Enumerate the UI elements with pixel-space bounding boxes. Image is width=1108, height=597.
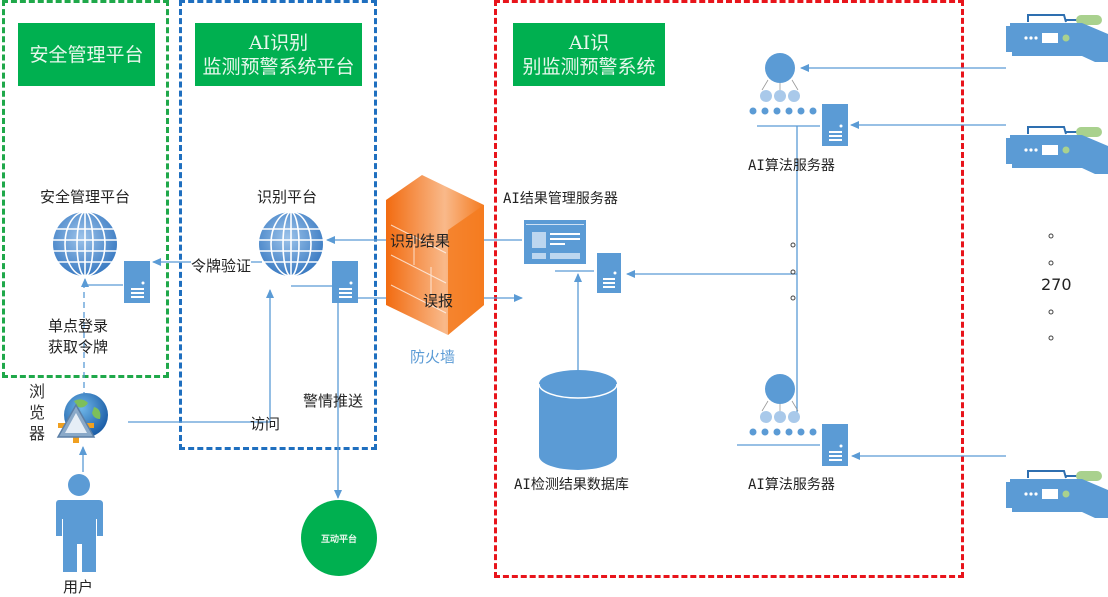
globe-icon[interactable] (52, 211, 118, 277)
network-hierarchy-icon (749, 53, 817, 115)
ellipsis-dot (1048, 309, 1054, 315)
security-zone (2, 0, 169, 378)
video-camera-icon[interactable] (1006, 124, 1108, 174)
user-label: 用户 (63, 578, 94, 596)
video-camera-icon[interactable] (1006, 12, 1108, 62)
ellipsis-dot (790, 242, 796, 248)
network-hierarchy-icon (749, 374, 817, 436)
result-db-label: AI检测结果数据库 (514, 477, 629, 493)
browser-icon[interactable] (56, 393, 112, 445)
interactive-platform-label: 互动平台 (320, 534, 357, 545)
server-icon[interactable] (332, 261, 358, 303)
globe-icon[interactable] (258, 211, 324, 277)
security-platform-label: 安全管理平台 (40, 188, 131, 206)
firewall-icon (386, 175, 484, 335)
identify-result-label: 识别结果 (390, 232, 451, 250)
ellipsis-dot (1048, 260, 1054, 266)
app-window-icon[interactable] (524, 220, 586, 264)
ai-system-zone-title: AI识 别监测预警系统 (513, 23, 665, 86)
alert-push-label: 警情推送 (303, 392, 364, 410)
token-verify-label: 令牌验证 (191, 255, 252, 276)
access-label: 访问 (250, 415, 281, 433)
algo-server-bottom-label: AI算法服务器 (748, 477, 835, 493)
user-icon (56, 474, 103, 572)
identify-platform-zone (179, 0, 377, 450)
interactive-platform-node[interactable]: 互动平台 (301, 500, 377, 576)
ellipsis-dot (1048, 335, 1054, 341)
video-camera-icon[interactable] (1006, 468, 1108, 518)
server-icon[interactable] (822, 424, 848, 466)
ai-system-zone (494, 0, 964, 578)
firewall-label: 防火墙 (410, 348, 456, 366)
browser-label: 浏 览 器 (29, 382, 46, 443)
false-alarm-label: 误报 (423, 292, 454, 310)
camera-count-label: 270 (1041, 275, 1072, 294)
algo-server-top-label: AI算法服务器 (748, 158, 835, 174)
ellipsis-dot (1048, 233, 1054, 239)
security-zone-title: 安全管理平台 (18, 23, 155, 86)
server-icon[interactable] (822, 104, 848, 146)
access-line (128, 289, 274, 423)
result-server-label: AI结果管理服务器 (503, 191, 618, 207)
server-icon[interactable] (597, 253, 621, 293)
database-icon[interactable] (538, 370, 618, 470)
identify-zone-title: AI识别 监测预警系统平台 (195, 23, 362, 86)
identify-platform-label: 识别平台 (257, 188, 318, 206)
sso-label: 单点登录 获取令牌 (48, 317, 109, 356)
ellipsis-dot (790, 295, 796, 301)
server-icon[interactable] (124, 261, 150, 303)
ellipsis-dot (790, 269, 796, 275)
server-to-globe-line (81, 278, 123, 287)
